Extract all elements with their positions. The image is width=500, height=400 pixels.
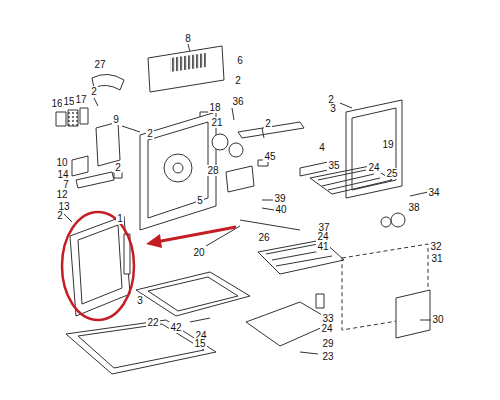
callout-number: 26 bbox=[257, 232, 270, 243]
callout-number: 2 bbox=[56, 210, 64, 221]
callout-number: 27 bbox=[93, 59, 106, 70]
callout-number: 15 bbox=[193, 338, 206, 349]
callout-number: 9 bbox=[112, 114, 120, 125]
callout-number: 2 bbox=[234, 75, 242, 86]
callout-number: 29 bbox=[321, 338, 334, 349]
callout-number: 2 bbox=[90, 86, 98, 97]
callout-number: 34 bbox=[427, 187, 440, 198]
callout-number: 2 bbox=[264, 118, 272, 129]
callout-number: 24 bbox=[367, 162, 380, 173]
callout-number: 4 bbox=[318, 142, 326, 153]
callout-number: 2 bbox=[146, 128, 154, 139]
callout-number: 6 bbox=[236, 55, 244, 66]
callout-number: 5 bbox=[196, 195, 204, 206]
callout-number: 36 bbox=[231, 96, 244, 107]
callout-number: 24 bbox=[320, 323, 333, 334]
callout-number: 32 bbox=[429, 241, 442, 252]
callout-number: 28 bbox=[206, 165, 219, 176]
callout-number: 30 bbox=[431, 314, 444, 325]
callout-number: 38 bbox=[407, 202, 420, 213]
callout-number: 35 bbox=[327, 160, 340, 171]
callout-number: 41 bbox=[316, 241, 329, 252]
callout-number: 10 bbox=[55, 157, 68, 168]
callout-number: 42 bbox=[169, 322, 182, 333]
callout-number: 17 bbox=[74, 94, 87, 105]
callout-number: 19 bbox=[381, 139, 394, 150]
callout-number: 39 bbox=[273, 193, 286, 204]
callout-number: 23 bbox=[321, 351, 334, 362]
callout-number: 1 bbox=[116, 213, 124, 224]
callout-number: 22 bbox=[146, 317, 159, 328]
callout-number: 18 bbox=[208, 102, 221, 113]
callout-number: 25 bbox=[385, 168, 398, 179]
callout-number: 31 bbox=[430, 253, 443, 264]
callout-number: 2 bbox=[114, 162, 122, 173]
callout-number: 3 bbox=[329, 103, 337, 114]
callout-number: 45 bbox=[263, 151, 276, 162]
callout-number: 20 bbox=[192, 247, 205, 258]
callout-number: 12 bbox=[55, 189, 68, 200]
callout-number: 3 bbox=[136, 295, 144, 306]
callout-number: 40 bbox=[274, 204, 287, 215]
callout-number: 8 bbox=[184, 33, 192, 44]
callout-number: 21 bbox=[210, 117, 223, 128]
